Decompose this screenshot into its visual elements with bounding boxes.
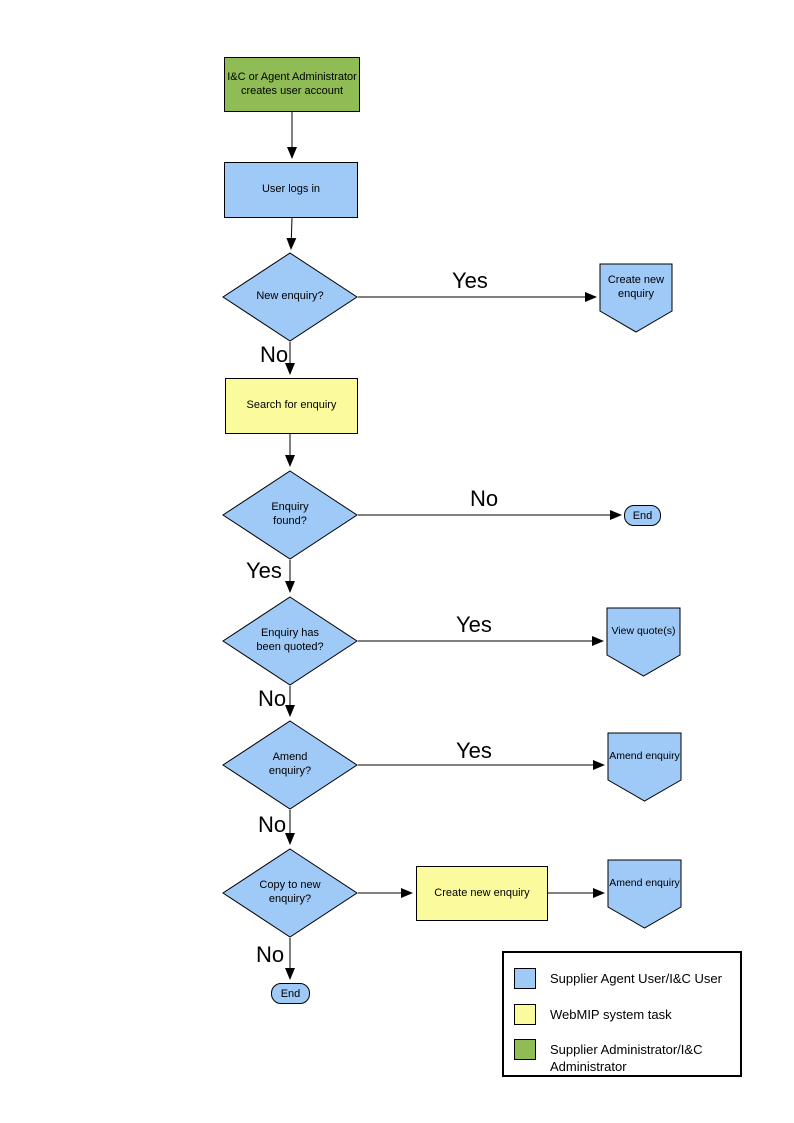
offpage-amend-enquiry-1-label: Amend enquiry <box>609 750 680 763</box>
pentagon-shape <box>607 732 682 802</box>
offpage-view-quotes-label: View quote(s) <box>611 625 676 638</box>
decision-new-enquiry: New enquiry? <box>222 252 358 342</box>
decision-enquiry-quoted-label: Enquiry has been quoted? <box>256 627 324 653</box>
pentagon-shape <box>606 607 681 677</box>
legend-item-webmip-system-task: WebMIP system task <box>514 1004 742 1025</box>
legend-swatch-yellow <box>514 1004 536 1025</box>
legend-item-supplier-administrator: Supplier Administrator/I&C Administrator <box>514 1039 742 1075</box>
offpage-create-new-enquiry-label: Create new enquiry <box>607 274 665 300</box>
edge-label-no: No <box>260 342 289 367</box>
offpage-view-quotes: View quote(s) <box>606 607 681 677</box>
terminator-end-right-label: End <box>632 509 653 522</box>
decision-amend-enquiry: Amend enquiry? <box>222 720 358 810</box>
decision-copy-to-new-enquiry: Copy to new enquiry? <box>222 848 358 938</box>
decision-new-enquiry-label: New enquiry? <box>256 290 324 303</box>
legend-swatch-blue <box>514 968 536 989</box>
legend-label: Supplier Administrator/I&C Administrator <box>550 1042 703 1074</box>
legend-item-supplier-agent-user: Supplier Agent User/I&C User <box>514 968 742 989</box>
edge-label-yes: Yes <box>246 558 282 583</box>
legend-swatch-green <box>514 1039 536 1060</box>
process-create-new-enquiry-label: Create new enquiry <box>434 886 530 899</box>
terminator-end-bottom: End <box>271 983 310 1004</box>
edge-label-no: No <box>258 686 287 711</box>
pentagon-shape <box>607 859 682 929</box>
process-search-for-enquiry: Search for enquiry <box>225 378 358 434</box>
legend-label: WebMIP system task <box>550 1007 672 1022</box>
edge-label-yes: Yes <box>452 268 488 293</box>
edge-label-no: No <box>258 812 287 837</box>
legend-label: Supplier Agent User/I&C User <box>550 971 722 986</box>
process-create-user-account-label: I&C or Agent Administrator creates user … <box>227 70 357 97</box>
edge-label-yes: Yes <box>456 612 492 637</box>
legend: Supplier Agent User/I&C User WebMIP syst… <box>502 951 742 1077</box>
process-create-user-account: I&C or Agent Administrator creates user … <box>224 57 360 112</box>
terminator-end-bottom-label: End <box>280 987 301 1000</box>
diamond-shape <box>222 848 358 938</box>
terminator-end-right: End <box>624 505 661 526</box>
diamond-shape <box>222 720 358 810</box>
offpage-amend-enquiry-2: Amend enquiry <box>607 859 682 929</box>
pentagon-shape <box>599 263 673 333</box>
diamond-shape <box>222 470 358 560</box>
process-user-logs-in-label: User logs in <box>261 183 321 196</box>
diamond-shape <box>222 252 358 342</box>
decision-enquiry-found: Enquiry found? <box>222 470 358 560</box>
decision-amend-enquiry-label: Amend enquiry? <box>268 751 312 777</box>
decision-enquiry-quoted: Enquiry has been quoted? <box>222 596 358 686</box>
edge-label-yes: Yes <box>456 738 492 763</box>
edge-label-no: No <box>256 942 285 967</box>
process-search-for-enquiry-label: Search for enquiry <box>246 399 337 412</box>
process-user-logs-in: User logs in <box>224 162 358 218</box>
offpage-amend-enquiry-2-label: Amend enquiry <box>609 877 680 890</box>
offpage-create-new-enquiry: Create new enquiry <box>599 263 673 333</box>
offpage-amend-enquiry-1: Amend enquiry <box>607 732 682 802</box>
process-create-new-enquiry: Create new enquiry <box>416 866 548 921</box>
diamond-shape <box>222 596 358 686</box>
decision-enquiry-found-label: Enquiry found? <box>271 501 309 527</box>
decision-copy-to-new-enquiry-label: Copy to new enquiry? <box>259 879 321 905</box>
edge-label-no: No <box>470 486 499 511</box>
